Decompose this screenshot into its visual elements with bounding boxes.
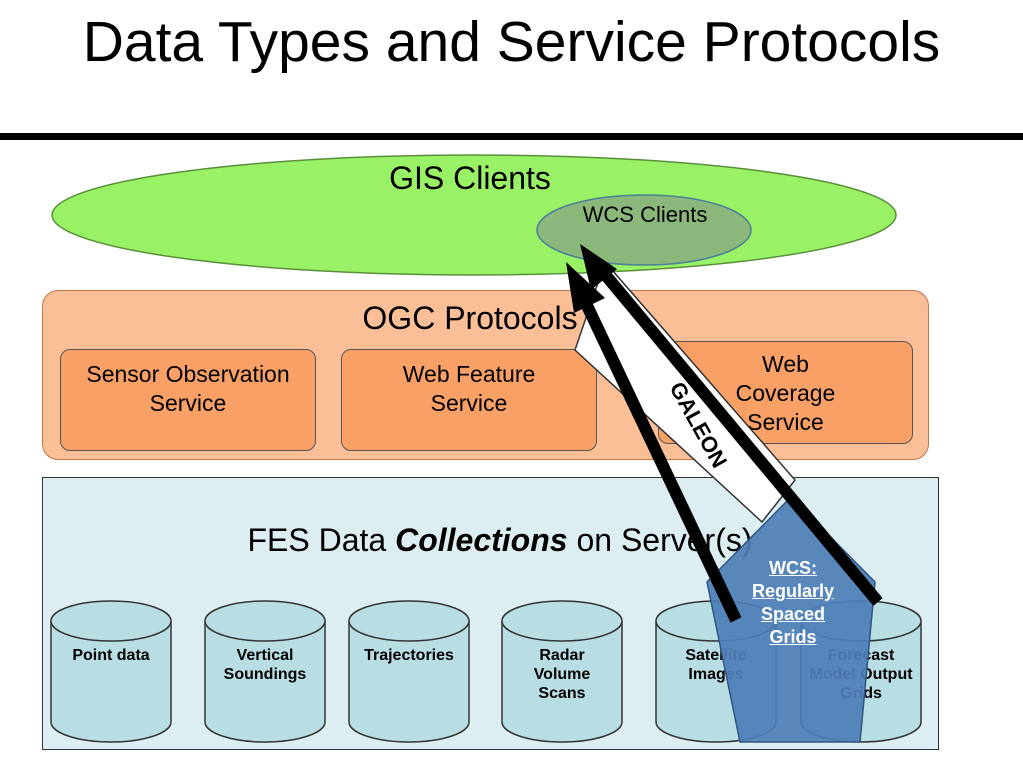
cylinder-vertical-soundings[interactable] bbox=[204, 600, 326, 743]
collection-label-point-data: Point data bbox=[72, 647, 150, 664]
page-title: Data Types and Service Protocols bbox=[82, 10, 941, 74]
wcs-clients-label: WCS Clients bbox=[582, 202, 708, 227]
fes-data-collections-label: FES Data Collections on Server(s) bbox=[120, 522, 880, 559]
cylinder-radar-volume-scans[interactable] bbox=[501, 600, 623, 743]
galeon-band bbox=[574, 260, 796, 524]
web-feature-service-box[interactable]: Web Feature Service bbox=[341, 349, 597, 451]
service-label: Web Feature Service bbox=[402, 361, 536, 416]
web-coverage-service-box[interactable]: Web Coverage Service bbox=[658, 341, 913, 444]
galeon-arrow-right bbox=[580, 244, 883, 606]
gis-clients-label: GIS Clients bbox=[389, 160, 551, 196]
collection-label-trajectories: Trajectories bbox=[364, 647, 454, 664]
cylinder-trajectories[interactable] bbox=[348, 600, 470, 743]
cylinder-point-data[interactable] bbox=[50, 600, 172, 743]
galeon-arrow-left bbox=[566, 262, 742, 623]
wcs-clients-ellipse[interactable] bbox=[536, 194, 752, 266]
fes-label-suffix: on Server(s) bbox=[567, 522, 753, 558]
wcs-regularly-spaced-grids-label[interactable]: WCS: Regularly Spaced Grids bbox=[751, 558, 835, 647]
title-divider bbox=[0, 133, 1023, 140]
sensor-observation-service-box[interactable]: Sensor Observation Service bbox=[60, 349, 316, 451]
fes-label-prefix: FES Data bbox=[247, 522, 396, 558]
wcs-grids-pentagon[interactable] bbox=[706, 495, 876, 743]
collection-label-vertical-soundings: Vertical Soundings bbox=[223, 647, 307, 683]
service-label: Web Coverage Service bbox=[735, 351, 836, 435]
ogc-protocols-label: OGC Protocols bbox=[362, 300, 578, 336]
fes-label-emphasis: Collections bbox=[395, 522, 568, 558]
service-label: Sensor Observation Service bbox=[86, 361, 290, 416]
collection-label-radar-volume-scans: Radar Volume Scans bbox=[533, 647, 591, 702]
